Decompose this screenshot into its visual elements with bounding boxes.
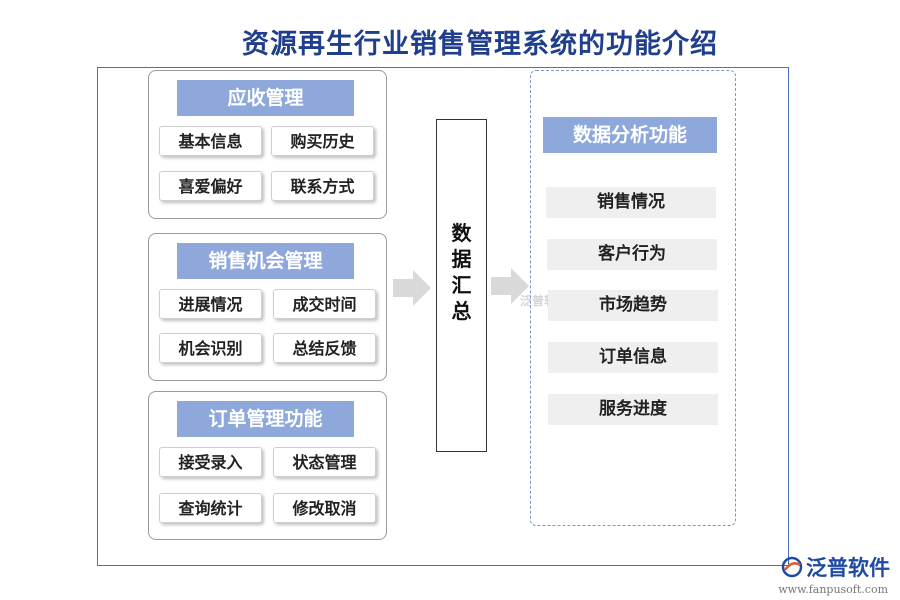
group-item: 修改取消 — [273, 493, 376, 523]
arrow-right-icon — [491, 268, 529, 304]
group-item: 接受录入 — [159, 447, 262, 477]
group-item: 状态管理 — [273, 447, 376, 477]
logo-name: 泛普软件 — [806, 556, 890, 580]
analysis-header: 数据分析功能 — [543, 117, 717, 153]
group-item: 机会识别 — [159, 333, 262, 363]
analysis-item: 服务进度 — [548, 394, 718, 425]
group-receivables: 应收管理 基本信息 购买历史 喜爱偏好 联系方式 — [148, 70, 387, 219]
group-item: 查询统计 — [159, 493, 262, 523]
analysis-item: 市场趋势 — [548, 290, 718, 321]
group-item: 总结反馈 — [273, 333, 376, 363]
diagram-title: 资源再生行业销售管理系统的功能介绍 — [242, 29, 718, 60]
group-item: 基本信息 — [159, 126, 262, 156]
brand-logo: 泛普软件 — [781, 552, 890, 582]
group-order-management: 订单管理功能 接受录入 状态管理 查询统计 修改取消 — [148, 391, 387, 540]
group-item: 进展情况 — [159, 289, 262, 319]
data-summary-label: 数 据 汇 总 — [451, 221, 472, 323]
group-item: 喜爱偏好 — [159, 171, 262, 201]
group-item: 联系方式 — [271, 171, 374, 201]
group-sales-opportunity: 销售机会管理 进展情况 成交时间 机会识别 总结反馈 — [148, 233, 387, 381]
group-item: 购买历史 — [271, 126, 374, 156]
arrow-right-icon — [393, 270, 431, 306]
group-header-order-management: 订单管理功能 — [177, 401, 354, 437]
analysis-frame — [530, 70, 736, 526]
outer-frame — [97, 67, 789, 566]
logo-url: www.fanpusoft.com — [778, 583, 888, 596]
group-item: 成交时间 — [273, 289, 376, 319]
data-summary-box: 数 据 汇 总 — [436, 119, 487, 452]
analysis-item: 订单信息 — [548, 342, 718, 373]
logo-icon — [781, 556, 803, 578]
group-header-receivables: 应收管理 — [177, 80, 354, 116]
group-header-sales-opportunity: 销售机会管理 — [177, 243, 354, 279]
analysis-item: 客户行为 — [547, 239, 717, 270]
analysis-item: 销售情况 — [546, 187, 716, 218]
